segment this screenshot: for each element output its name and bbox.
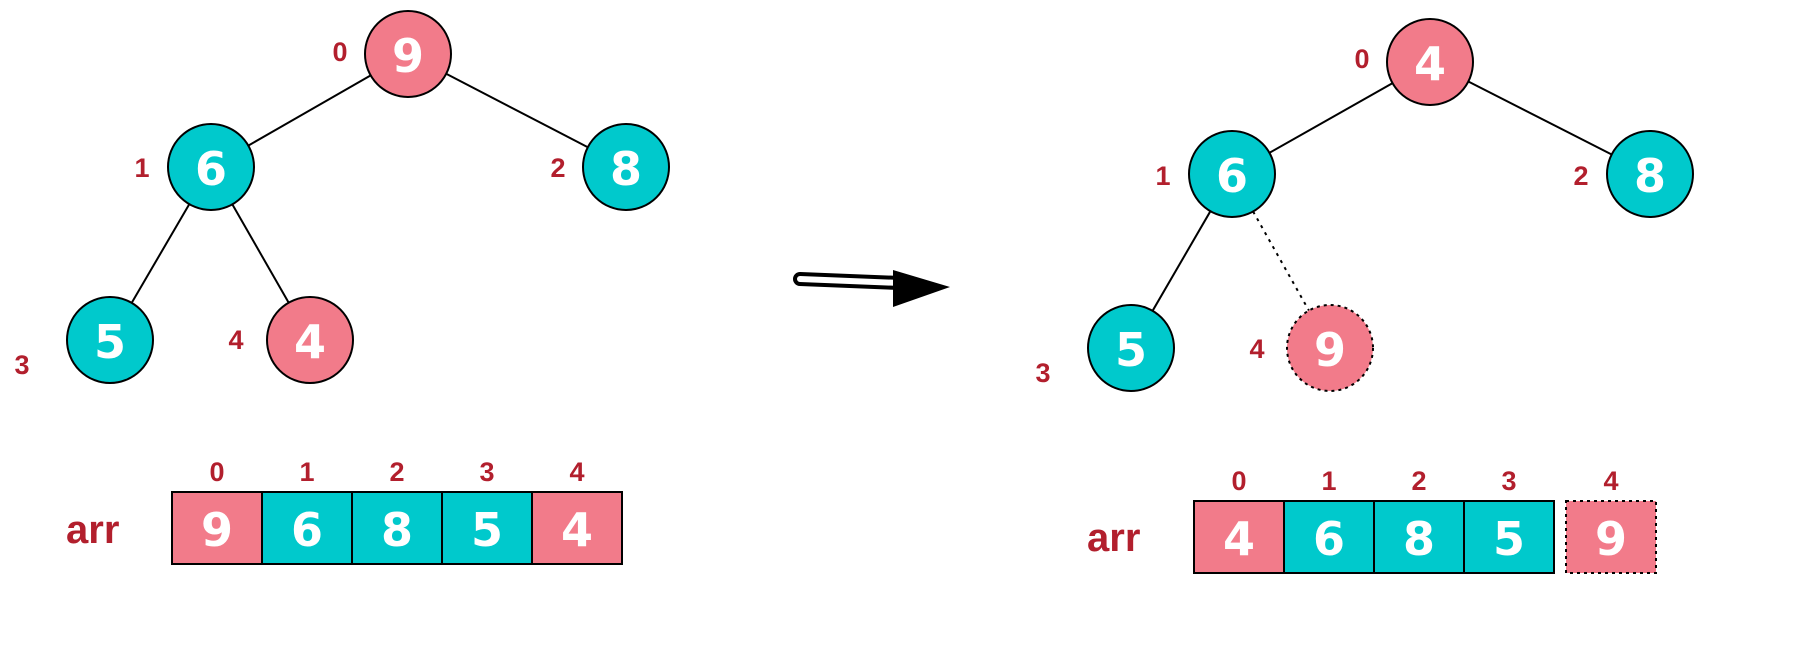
- tree-node: 6: [1188, 130, 1276, 218]
- array-cell: 82: [1373, 466, 1465, 574]
- array-cell: 40: [1193, 466, 1285, 574]
- tree-node: 9: [364, 10, 452, 98]
- node-circle: [582, 123, 670, 211]
- cell-box: [351, 491, 443, 565]
- cell-box: [531, 491, 623, 565]
- tree-node: 9: [1286, 304, 1374, 392]
- array-label: arr: [1087, 516, 1140, 560]
- cell-value: 6: [1313, 512, 1345, 566]
- node-index-label: 0: [1354, 44, 1369, 74]
- node-circle: [1286, 304, 1374, 392]
- cell-index-label: 3: [479, 457, 494, 487]
- cell-value: 5: [471, 503, 503, 557]
- node-value: 9: [392, 29, 424, 83]
- node-value: 5: [94, 315, 126, 369]
- node-index-label: 2: [1573, 161, 1588, 191]
- cell-value: 8: [381, 503, 413, 557]
- cell-box: [1283, 500, 1375, 574]
- cell-index-label: 1: [1321, 466, 1336, 496]
- array-label: arr: [66, 508, 119, 552]
- node-circle: [1188, 130, 1276, 218]
- node-circle: [1087, 304, 1175, 392]
- node-index-label: 3: [14, 350, 29, 380]
- tree-edge: [130, 203, 191, 304]
- cell-value: 4: [1223, 512, 1255, 566]
- tree-edge: [1151, 210, 1212, 312]
- node-value: 9: [1314, 323, 1346, 377]
- cell-index-label: 0: [209, 457, 224, 487]
- node-index-label: 4: [1249, 334, 1264, 364]
- cell-box: [1193, 500, 1285, 574]
- tree-node: 4: [1386, 18, 1474, 106]
- array-cell: 53: [1463, 466, 1555, 574]
- node-value: 6: [195, 142, 227, 196]
- tree-node: 6: [167, 123, 255, 211]
- tree-edge: [1268, 82, 1394, 154]
- cell-box: [441, 491, 533, 565]
- array-cell: 82: [351, 457, 443, 565]
- node-index-label: 3: [1035, 358, 1050, 388]
- cell-box: [1463, 500, 1555, 574]
- node-circle: [167, 123, 255, 211]
- tree-edge: [247, 74, 372, 147]
- array-cell: 61: [261, 457, 353, 565]
- cell-index-label: 4: [1603, 466, 1618, 496]
- node-index-label: 4: [228, 325, 243, 355]
- cell-box: [1565, 500, 1657, 574]
- cell-index-label: 4: [569, 457, 584, 487]
- cell-index-label: 3: [1501, 466, 1516, 496]
- node-circle: [66, 296, 154, 384]
- cell-box: [171, 491, 263, 565]
- tree-node: 5: [1087, 304, 1175, 392]
- node-value: 8: [610, 142, 642, 196]
- array-cell-removed: 94: [1565, 466, 1657, 574]
- node-value: 6: [1216, 149, 1248, 203]
- cell-value: 9: [201, 503, 233, 557]
- tree-edge: [231, 203, 290, 304]
- node-index-label: 2: [550, 153, 565, 183]
- node-circle: [364, 10, 452, 98]
- array-cell: 61: [1283, 466, 1375, 574]
- node-index-label: 1: [134, 153, 149, 183]
- tree-edge: [1467, 80, 1613, 156]
- node-index-label: 0: [332, 37, 347, 67]
- tree-node: 8: [1606, 130, 1694, 218]
- tree-node: 5: [66, 296, 154, 384]
- cell-value: 8: [1403, 512, 1435, 566]
- array-cell: 90: [171, 457, 263, 565]
- node-circle: [1386, 18, 1474, 106]
- node-value: 4: [1414, 37, 1446, 91]
- node-circle: [1606, 130, 1694, 218]
- transition-arrow: [793, 270, 950, 307]
- array-cell: 44: [531, 457, 623, 565]
- array-cell: 53: [441, 457, 533, 565]
- cell-index-label: 0: [1231, 466, 1246, 496]
- cell-index-label: 2: [389, 457, 404, 487]
- cell-index-label: 2: [1411, 466, 1426, 496]
- cell-value: 4: [561, 503, 593, 557]
- node-index-label: 1: [1155, 161, 1170, 191]
- cell-value: 9: [1595, 512, 1627, 566]
- cell-value: 6: [291, 503, 323, 557]
- tree-edge: [445, 72, 589, 149]
- cell-index-label: 1: [299, 457, 314, 487]
- tree-node: 8: [582, 123, 670, 211]
- node-value: 5: [1115, 323, 1147, 377]
- cell-value: 5: [1493, 512, 1525, 566]
- tree-edge-removed: [1252, 210, 1310, 312]
- node-value: 4: [294, 315, 326, 369]
- node-value: 8: [1634, 149, 1666, 203]
- node-circle: [266, 296, 354, 384]
- tree-node: 4: [266, 296, 354, 384]
